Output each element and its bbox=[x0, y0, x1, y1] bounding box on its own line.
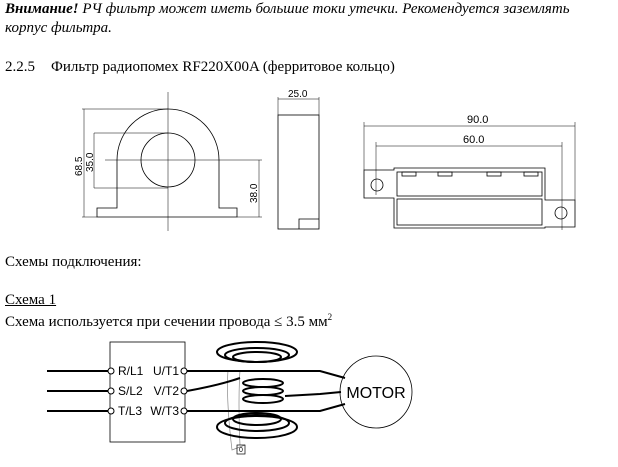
terminal-r-l1: R/L1 bbox=[118, 364, 144, 378]
ferrite-core bbox=[186, 341, 346, 455]
filter-mount-view bbox=[363, 122, 576, 230]
dim-inner-diameter-label: 35.0 bbox=[85, 152, 96, 172]
section-heading: 2.2.5 Фильтр радиопомех RF220X00A (феррит… bbox=[5, 58, 395, 76]
motor-circle bbox=[339, 355, 413, 429]
scheme1-title: Схема 1 bbox=[5, 292, 57, 308]
dim-side-width: 25.0 bbox=[288, 89, 308, 100]
warning-line1: РЧ фильтр может иметь большие токи утечк… bbox=[78, 1, 570, 17]
terminal-s-l2: S/L2 bbox=[118, 384, 143, 398]
warning-label: Внимание! bbox=[5, 1, 79, 17]
inverter-box bbox=[47, 341, 188, 443]
scheme1-desc-sup: 2 bbox=[327, 312, 333, 322]
filter-side-view bbox=[277, 97, 320, 230]
schemes-heading: Схемы подключения: bbox=[5, 254, 142, 270]
motor-label: MOTOR bbox=[346, 385, 405, 402]
warning-line2: корпус фильтра. bbox=[5, 20, 112, 36]
terminal-v-t2: V/T2 bbox=[154, 384, 180, 398]
dim-front-height: 68.5 bbox=[74, 156, 85, 176]
warning-text: Внимание! РЧ фильтр может иметь большие … bbox=[5, 0, 570, 18]
terminal-u-t1: U/T1 bbox=[153, 364, 179, 378]
scheme1-desc: Схема используется при сечении провода ≤… bbox=[5, 308, 332, 331]
terminal-t-l3: T/L3 bbox=[118, 404, 142, 418]
dim-mount-length: 90.0 bbox=[467, 114, 488, 126]
filter-front-view bbox=[82, 92, 262, 231]
dim-center-height: 38.0 bbox=[249, 183, 260, 203]
terminal-w-t3: W/T3 bbox=[150, 404, 179, 418]
dim-hole-spacing: 60.0 bbox=[463, 134, 484, 146]
section-number: 2.2.5 bbox=[5, 59, 35, 75]
scheme1-desc-text: Схема используется при сечении провода ≤… bbox=[5, 314, 328, 330]
section-title: Фильтр радиопомех RF220X00A (ферритовое … bbox=[51, 59, 395, 75]
ground-label: 0 bbox=[239, 447, 243, 454]
